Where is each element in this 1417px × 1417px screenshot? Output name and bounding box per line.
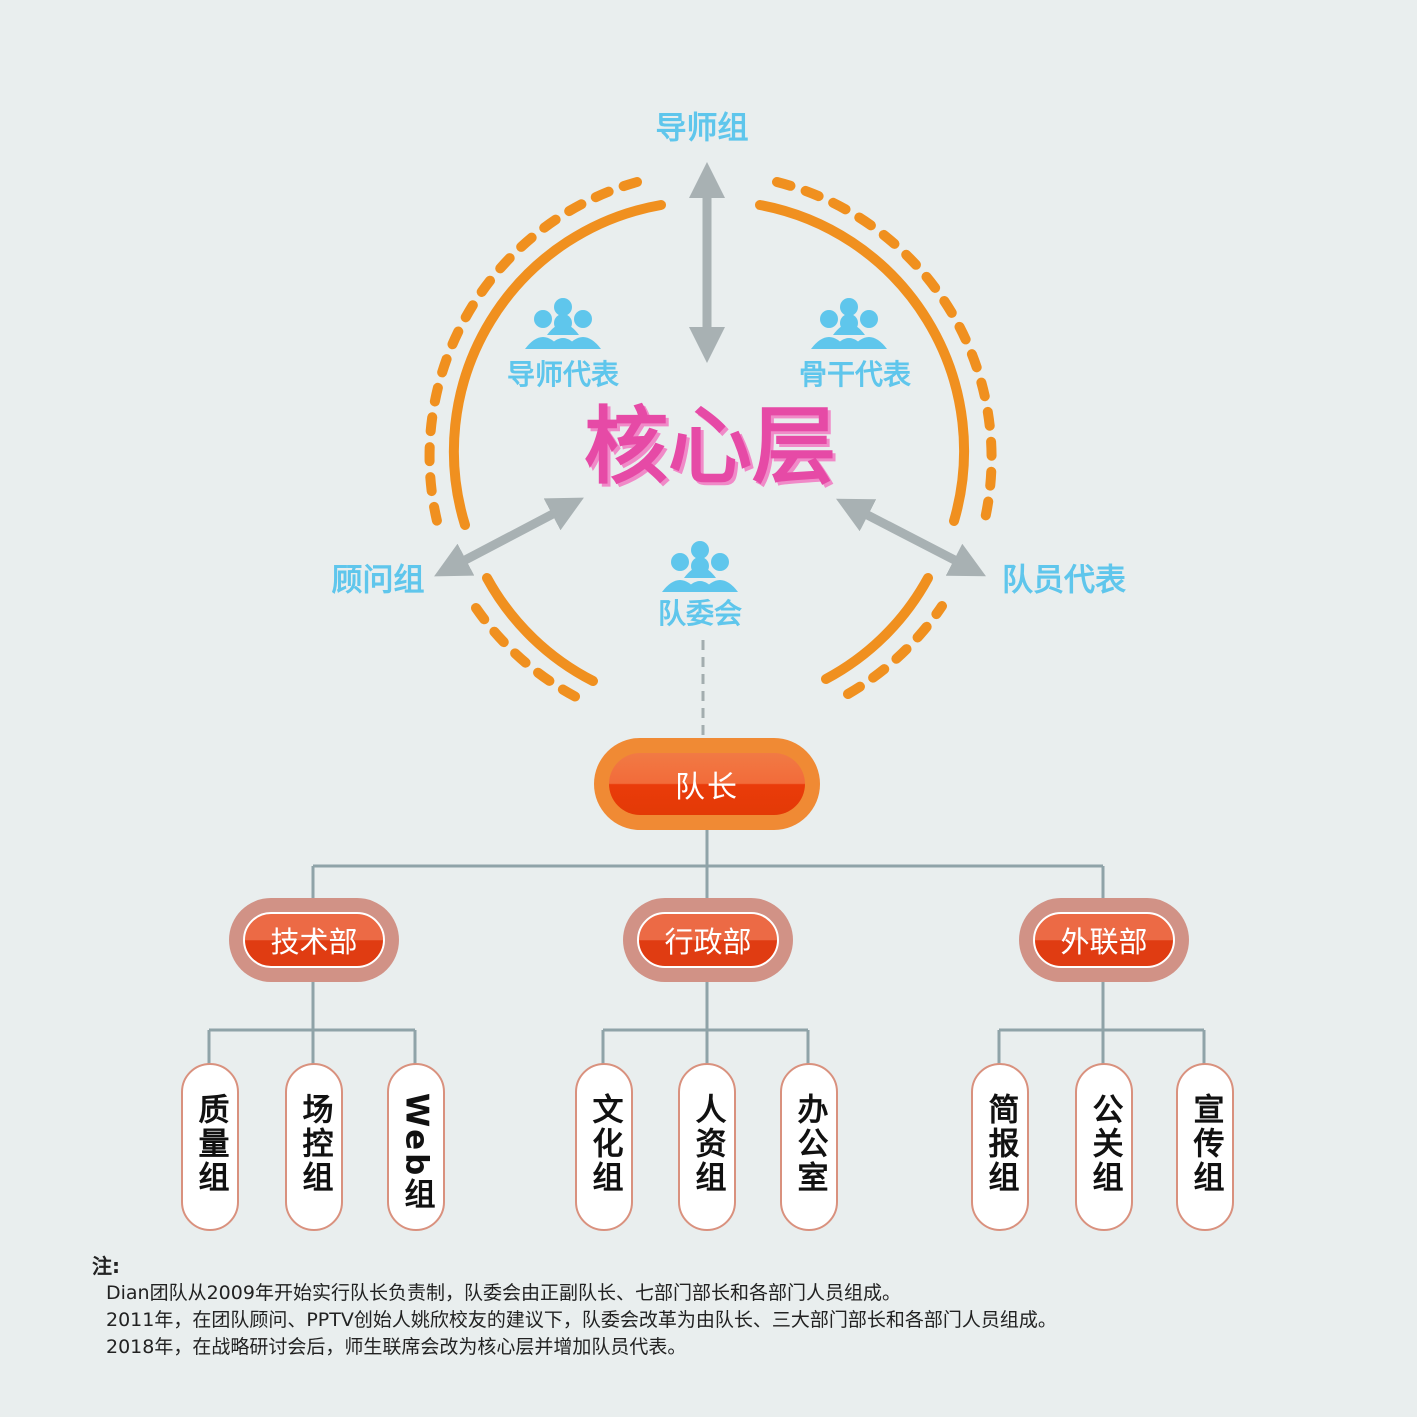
group-node: 办公室 [780, 1063, 838, 1231]
group-node: 质量组 [181, 1063, 239, 1231]
department-node: 外联部 [1019, 898, 1189, 982]
department-label: 技术部 [243, 912, 385, 968]
group-node: 简报组 [971, 1063, 1029, 1231]
left-group-label: 顾问组 [331, 562, 425, 599]
arc-top-right [755, 200, 970, 526]
people-group-icon [811, 298, 887, 349]
group-node: 公关组 [1075, 1063, 1133, 1231]
department-label: 行政部 [637, 912, 779, 968]
department-label: 外联部 [1033, 912, 1175, 968]
rep-label: 骨干代表 [798, 358, 912, 391]
notes: 注: Dian团队从2009年开始实行队长负责制，队委会由正副队长、七部门部长和… [92, 1253, 1057, 1361]
group-node: 宣传组 [1176, 1063, 1234, 1231]
notes-title: 注: [92, 1254, 120, 1278]
tree-lines [207, 830, 1206, 1065]
top-group-label: 导师组 [655, 110, 749, 147]
department-node: 技术部 [229, 898, 399, 982]
dash-arc-bottom-right [843, 601, 947, 699]
department-node: 行政部 [623, 898, 793, 982]
group-label: 文化组 [586, 1093, 623, 1195]
group-node: 场控组 [285, 1063, 343, 1231]
arc-top-left [448, 200, 666, 530]
group-node: 文化组 [575, 1063, 633, 1231]
rep-label: 导师代表 [506, 358, 620, 391]
note-line: 2011年，在团队顾问、PPTV创始人姚欣校友的建议下，队委会改革为由队长、三大… [106, 1309, 1057, 1331]
dash-arc-bottom-left [471, 603, 581, 702]
people-group-icon [662, 541, 738, 592]
arc-bottom-left [482, 573, 598, 686]
note-line: Dian团队从2009年开始实行队长负责制，队委会由正副队长、七部门部长和各部门… [106, 1282, 901, 1304]
core-title: 核心层 [583, 397, 837, 496]
dash-arc-top-left [424, 177, 642, 526]
core-ring-solid [448, 200, 970, 686]
group-label: 简报组 [982, 1093, 1019, 1195]
core-ring-dashed [424, 177, 997, 702]
group-label: 质量组 [192, 1093, 229, 1195]
group-label: 宣传组 [1187, 1093, 1224, 1195]
note-line: 2018年，在战略研讨会后，师生联席会改为核心层并增加队员代表。 [106, 1336, 687, 1358]
group-label: 公关组 [1086, 1093, 1123, 1195]
group-label: 人资组 [689, 1093, 726, 1195]
core-arrows [434, 162, 986, 577]
right-group-label: 队员代表 [1002, 562, 1126, 599]
group-label: Web组 [398, 1093, 435, 1213]
group-node: 人资组 [678, 1063, 736, 1231]
group-node: Web组 [387, 1063, 445, 1231]
group-label: 办公室 [791, 1093, 828, 1195]
people-group-icon [525, 298, 601, 349]
group-label: 场控组 [296, 1093, 333, 1195]
captain-node: 队长 [594, 738, 820, 830]
arc-bottom-right [821, 573, 933, 684]
arrow-left [434, 497, 584, 577]
arrow-right [836, 498, 986, 577]
committee-label: 队委会 [657, 597, 743, 630]
dash-arc-top-right [772, 177, 997, 524]
captain-label: 队长 [609, 753, 805, 815]
